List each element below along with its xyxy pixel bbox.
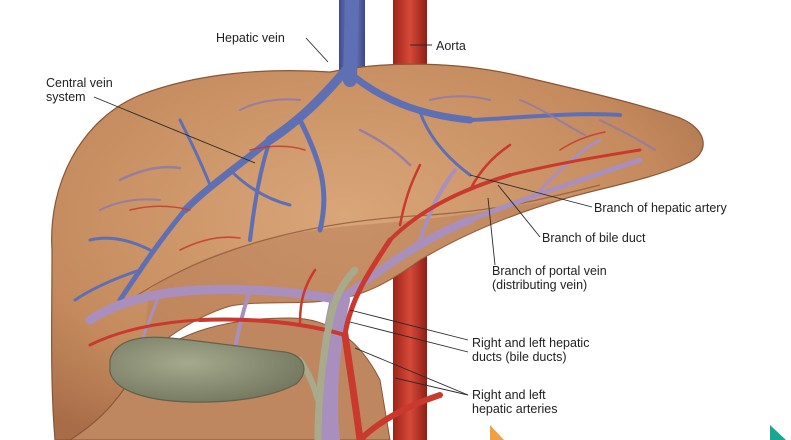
- teal-corner-shape: [770, 425, 786, 440]
- label-hepatic-vein: Hepatic vein: [216, 31, 285, 45]
- label-hepatic-ducts: Right and left hepatic ducts (bile ducts…: [472, 336, 589, 364]
- label-aorta: Aorta: [436, 39, 466, 53]
- label-central-vein-system: Central vein system: [46, 76, 113, 104]
- orange-corner-shape: [490, 425, 504, 440]
- label-branch-hepatic-artery: Branch of hepatic artery: [594, 201, 727, 215]
- label-branch-portal-vein: Branch of portal vein (distributing vein…: [492, 264, 607, 292]
- label-hepatic-arteries: Right and left hepatic arteries: [472, 388, 557, 416]
- label-branch-bile-duct: Branch of bile duct: [542, 231, 646, 245]
